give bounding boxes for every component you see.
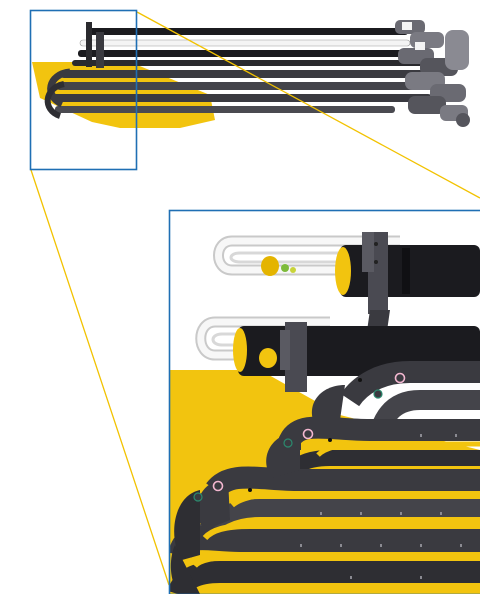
detail-cylinder-cap (259, 348, 277, 368)
detail-fitting (281, 264, 289, 272)
detail-fitting (290, 267, 296, 273)
detail-chain-curl (170, 545, 200, 594)
detail-chain (340, 361, 480, 407)
detail-chain-curl (196, 478, 230, 530)
overview-chain-curl (47, 68, 71, 108)
detail-cylinder-cap (233, 328, 247, 372)
overview-pipe (79, 39, 411, 47)
detail-cylinder-band (402, 248, 410, 294)
overview-pipe (72, 60, 427, 66)
detail-yellow-gap (316, 441, 480, 457)
detail-yellow-gap (230, 491, 480, 508)
machine-overview-image (32, 20, 470, 128)
detail-u-pipe (211, 332, 330, 347)
detail-cylinder-cap (335, 247, 351, 295)
overview-bracket (86, 22, 92, 67)
overview-chain-curl (44, 81, 65, 119)
detail-yellow-gap (202, 523, 480, 541)
zoom-callout-lines (30, 11, 480, 586)
overview-pipe (88, 28, 408, 35)
detail-bracket (285, 322, 307, 392)
zoom-selection-box (29, 9, 138, 171)
detail-bracket-plate (362, 232, 374, 272)
overview-pipe-cap (415, 42, 425, 50)
overview-chain (55, 106, 395, 113)
detail-rivets (193, 372, 406, 502)
detail-bolt (374, 260, 378, 264)
overview-chain (56, 82, 436, 90)
overview-bracket (96, 32, 104, 68)
callout-line-top (136, 11, 480, 199)
detail-frame (168, 209, 480, 594)
drag-chain-closeup-image (169, 210, 480, 594)
detail-chain-curl (311, 385, 345, 425)
detail-chain-curl (174, 490, 200, 560)
overview-chain (60, 70, 430, 78)
detail-fitting (261, 256, 279, 276)
overview-chain (52, 94, 432, 102)
detail-chain (206, 466, 480, 498)
detail-bracket-plate (280, 330, 290, 370)
detail-u-pipe (229, 251, 400, 264)
detail-cable-chains (169, 361, 480, 594)
overview-pipe-cap (402, 22, 412, 30)
detail-yellow-gap (193, 554, 480, 568)
callout-line-bottom (30, 169, 170, 586)
detail-u-pipe-inner (197, 318, 330, 359)
overview-pipe (78, 50, 423, 57)
detail-bolt (374, 242, 378, 246)
detail-chain-ticks (300, 434, 462, 579)
detail-u-pipe-inner (215, 237, 400, 274)
